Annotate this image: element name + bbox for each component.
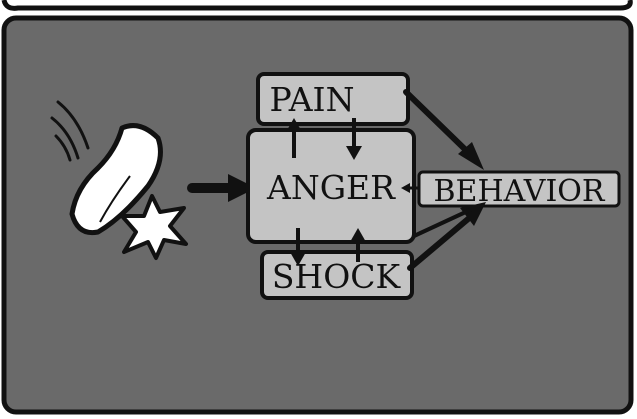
anger-label: ANGER (266, 168, 396, 207)
behavior-label: BEHAVIOR (434, 174, 606, 209)
upper-panel-edge (4, 0, 630, 8)
shock-label: SHOCK (272, 257, 402, 296)
pain-label: PAIN (270, 80, 355, 119)
